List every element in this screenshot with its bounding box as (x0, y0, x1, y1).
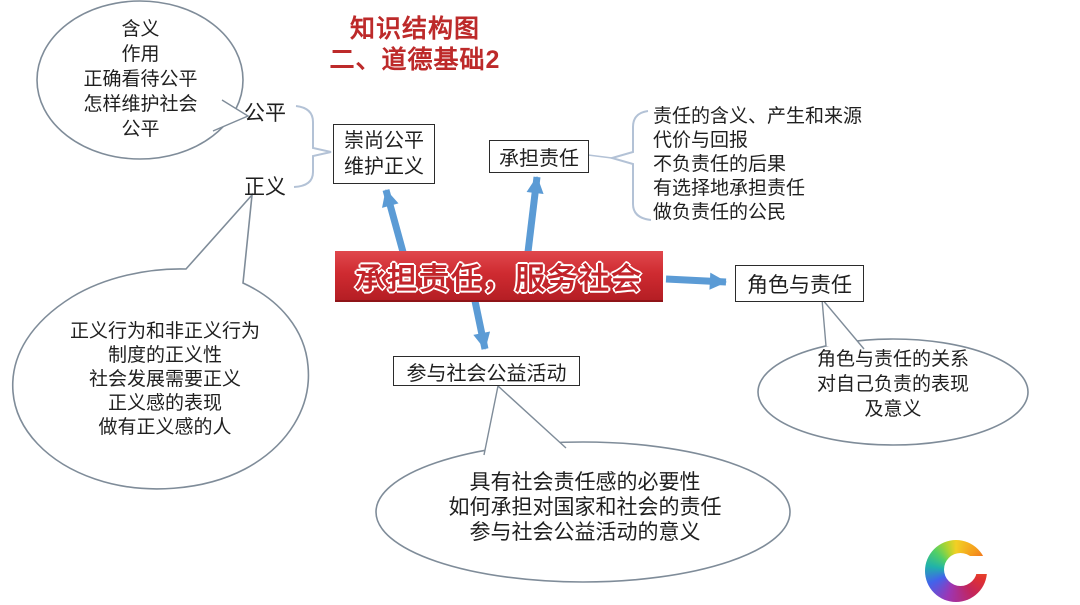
arrow-to-juese (665, 272, 727, 290)
fairness-line: 公平 (121, 119, 160, 140)
public-welfare-bubble: 具有社会责任感的必要性 如何承担对国家和社会的责任 参与社会公益活动的意义 (398, 470, 772, 545)
role-bubble: 角色与责任的关系 对自己负责的表现 及意义 (775, 347, 1011, 422)
responsibility-item: 代价与回报 (653, 130, 749, 151)
fairness-bubble: 含义 作用 正确看待公平 怎样维护社会 公平 (48, 17, 233, 142)
label-zhengyi: 正义 (244, 176, 286, 199)
arrow-to-chengdan (524, 176, 544, 253)
justice-line: 制度的正义性 (107, 345, 222, 366)
role-line: 对自己负责的表现 (816, 374, 969, 395)
role-line: 角色与责任的关系 (816, 349, 969, 370)
fairness-line: 含义 (121, 19, 160, 40)
central-node-label: 承担责任，服务社会 (355, 262, 643, 296)
public-welfare-line: 如何承担对国家和社会的责任 (448, 496, 722, 519)
left-brace (293, 105, 332, 188)
rainbow-c-logo-icon (925, 540, 993, 602)
justice-line: 社会发展需要正义 (88, 369, 241, 390)
label-gongping: 公平 (244, 102, 286, 125)
node-canyu-gongyi: 参与社会公益活动 (393, 356, 580, 386)
page-title-line1: 知识结构图 (349, 15, 480, 43)
justice-line: 做有正义感的人 (98, 417, 232, 438)
responsibility-list: 责任的含义、产生和来源 代价与回报 不负责任的后果 有选择地承担责任 做负责任的… (653, 105, 953, 225)
justice-line: 正义感的表现 (107, 393, 222, 414)
page-title-line2: 二、道德基础2 (329, 46, 501, 74)
central-node: 承担责任，服务社会 (335, 251, 663, 302)
justice-line: 正义行为和非正义行为 (69, 321, 260, 342)
role-line: 及意义 (864, 399, 922, 420)
public-welfare-line: 具有社会责任感的必要性 (469, 471, 701, 494)
brace-connector-line (587, 154, 613, 159)
justice-bubble: 正义行为和非正义行为 制度的正义性 社会发展需要正义 正义感的表现 做有正义感的… (38, 320, 292, 440)
page-title: 知识结构图 二、道德基础2 (280, 14, 550, 76)
arrow-to-canyu (471, 300, 491, 350)
node-chongshang-gongping: 崇尚公平 维护正义 (333, 124, 435, 184)
node-juese-label: 角色与责任 (747, 273, 852, 297)
responsibility-item: 有选择地承担责任 (653, 178, 806, 199)
responsibility-item: 不负责任的后果 (653, 154, 787, 175)
public-welfare-line: 参与社会公益活动的意义 (469, 521, 701, 544)
public-bubble-shape (375, 441, 791, 583)
node-chengdan-label: 承担责任 (499, 148, 579, 170)
role-bubble-tail (821, 296, 865, 350)
fairness-line: 正确看待公平 (83, 69, 198, 90)
node-canyu-label: 参与社会公益活动 (406, 362, 567, 385)
role-bubble-shape (757, 338, 1029, 446)
public-bubble-tail (483, 384, 567, 456)
justice-bubble-shape (11, 192, 310, 490)
fairness-bubble-shape (36, 0, 244, 160)
fairness-line: 怎样维护社会 (83, 94, 198, 115)
fairness-bubble-tail (212, 99, 250, 132)
responsibility-item: 做负责任的公民 (653, 202, 787, 223)
responsibility-item: 责任的含义、产生和来源 (653, 106, 863, 127)
right-brace (608, 110, 652, 221)
node-chongshang-line1: 崇尚公平 (344, 130, 424, 152)
arrow-to-chongshang (382, 189, 407, 253)
node-juese-zeren: 角色与责任 (735, 265, 864, 302)
fairness-line: 作用 (121, 44, 160, 65)
node-chongshang-line2: 维护正义 (344, 156, 424, 178)
node-chengdan-zeren: 承担责任 (489, 140, 589, 173)
